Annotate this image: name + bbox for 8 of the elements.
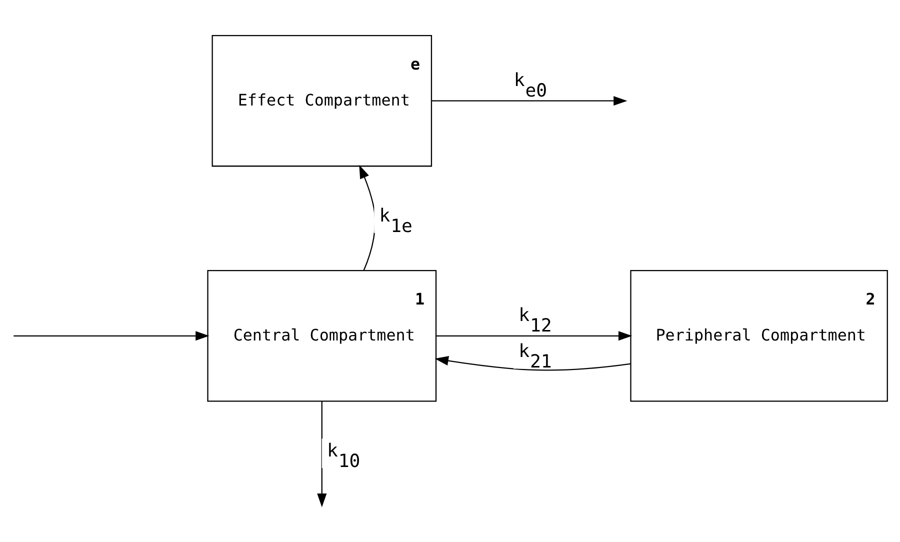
node-box: 1 Central Compartment <box>207 270 437 402</box>
arrow <box>432 96 628 106</box>
arrow <box>434 356 631 371</box>
arrow <box>14 331 210 341</box>
node-box: 2 Peripheral Compartment <box>630 270 888 402</box>
node-box: e Effect Compartment <box>212 34 432 167</box>
arrow <box>436 331 632 341</box>
arrow <box>317 401 327 508</box>
